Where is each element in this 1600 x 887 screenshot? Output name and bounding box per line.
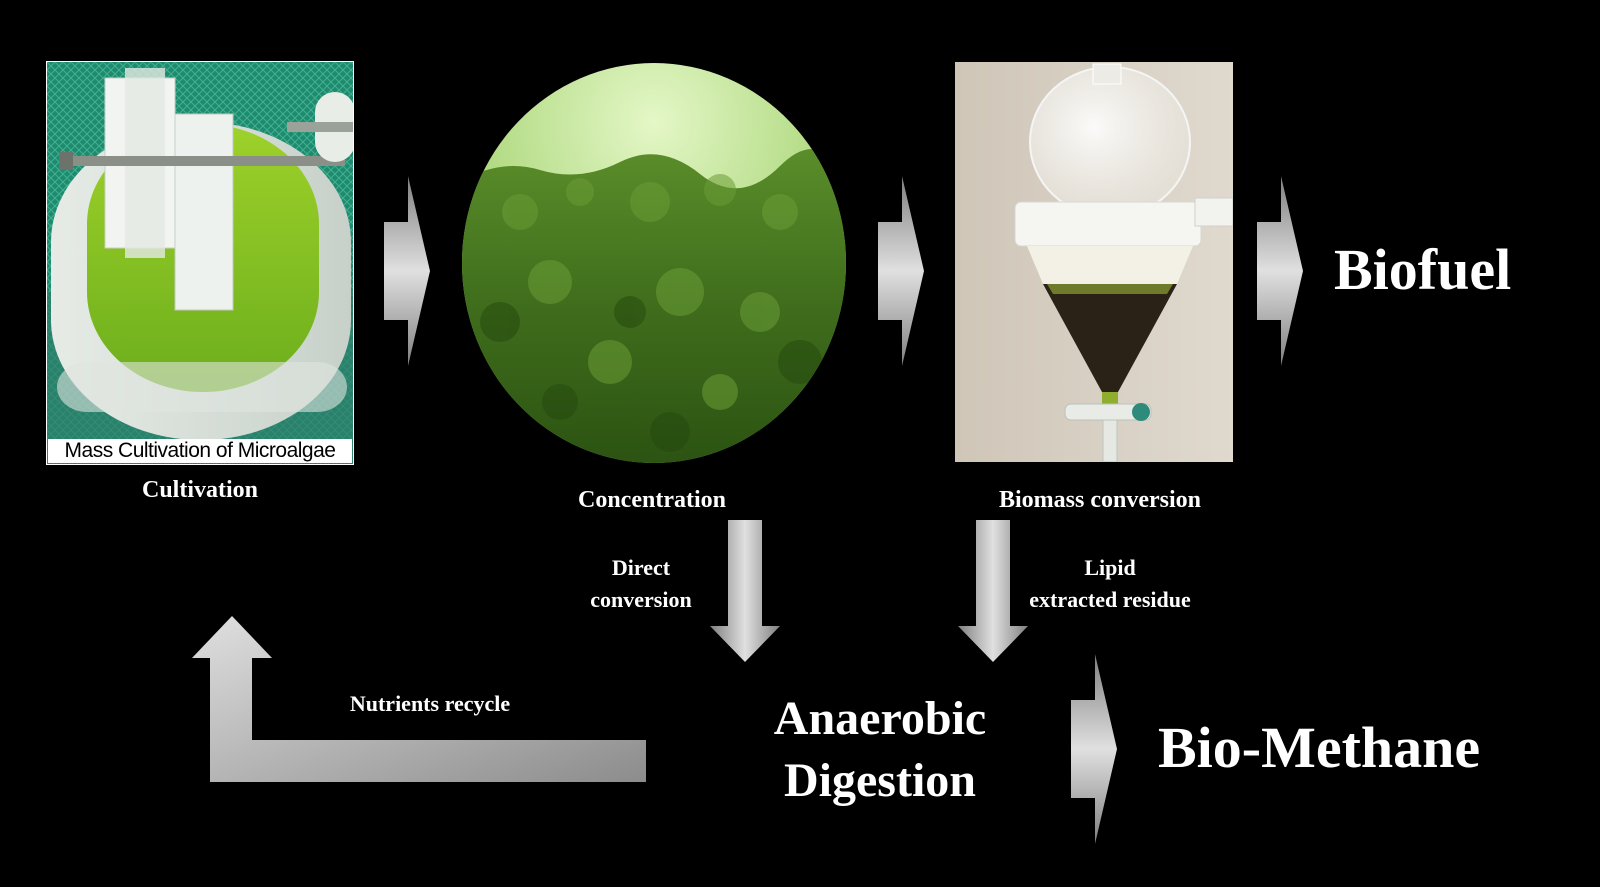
concentration-biomass-image bbox=[462, 63, 846, 463]
lipid-residue-line-2: extracted residue bbox=[1029, 587, 1191, 612]
cultivation-label: Cultivation bbox=[141, 477, 258, 503]
direct-conversion-line-1: Direct bbox=[611, 555, 671, 580]
direct-conversion-label: Direct conversion bbox=[556, 552, 726, 616]
arrow-cultivation-to-concentration bbox=[384, 176, 430, 366]
biofuel-label: Biofuel bbox=[1334, 237, 1512, 302]
direct-conversion-line-2: conversion bbox=[590, 587, 692, 612]
arrow-concentration-down bbox=[710, 520, 780, 662]
arrow-biomass-down bbox=[958, 520, 1028, 662]
lipid-residue-line-1: Lipid bbox=[1084, 555, 1136, 580]
arrow-digestion-to-biomethane bbox=[1071, 654, 1117, 844]
anaerobic-digestion-line-1: Anaerobic bbox=[773, 692, 987, 745]
bio-methane-label: Bio-Methane bbox=[1158, 715, 1481, 780]
anaerobic-digestion-line-2: Digestion bbox=[784, 754, 976, 807]
nutrients-recycle-label: Nutrients recycle bbox=[349, 691, 511, 716]
arrow-nutrients-recycle bbox=[192, 616, 646, 782]
cultivation-photo-caption: Mass Cultivation of Microalgae bbox=[48, 439, 352, 463]
cultivation-raceway-image bbox=[47, 62, 353, 464]
anaerobic-digestion-label: Anaerobic Digestion bbox=[750, 688, 1010, 812]
cultivation-photo: Mass Cultivation of Microalgae bbox=[46, 61, 354, 465]
concentration-label: Concentration bbox=[578, 487, 726, 513]
lipid-residue-label: Lipid extracted residue bbox=[1000, 552, 1220, 616]
separatory-funnel-image bbox=[955, 62, 1233, 462]
concentration-photo bbox=[460, 62, 848, 464]
biomass-conversion-photo bbox=[955, 62, 1233, 462]
arrow-biomass-to-biofuel bbox=[1257, 176, 1303, 366]
arrow-concentration-to-biomass bbox=[878, 176, 924, 366]
biomass-conversion-label: Biomass conversion bbox=[998, 487, 1201, 513]
